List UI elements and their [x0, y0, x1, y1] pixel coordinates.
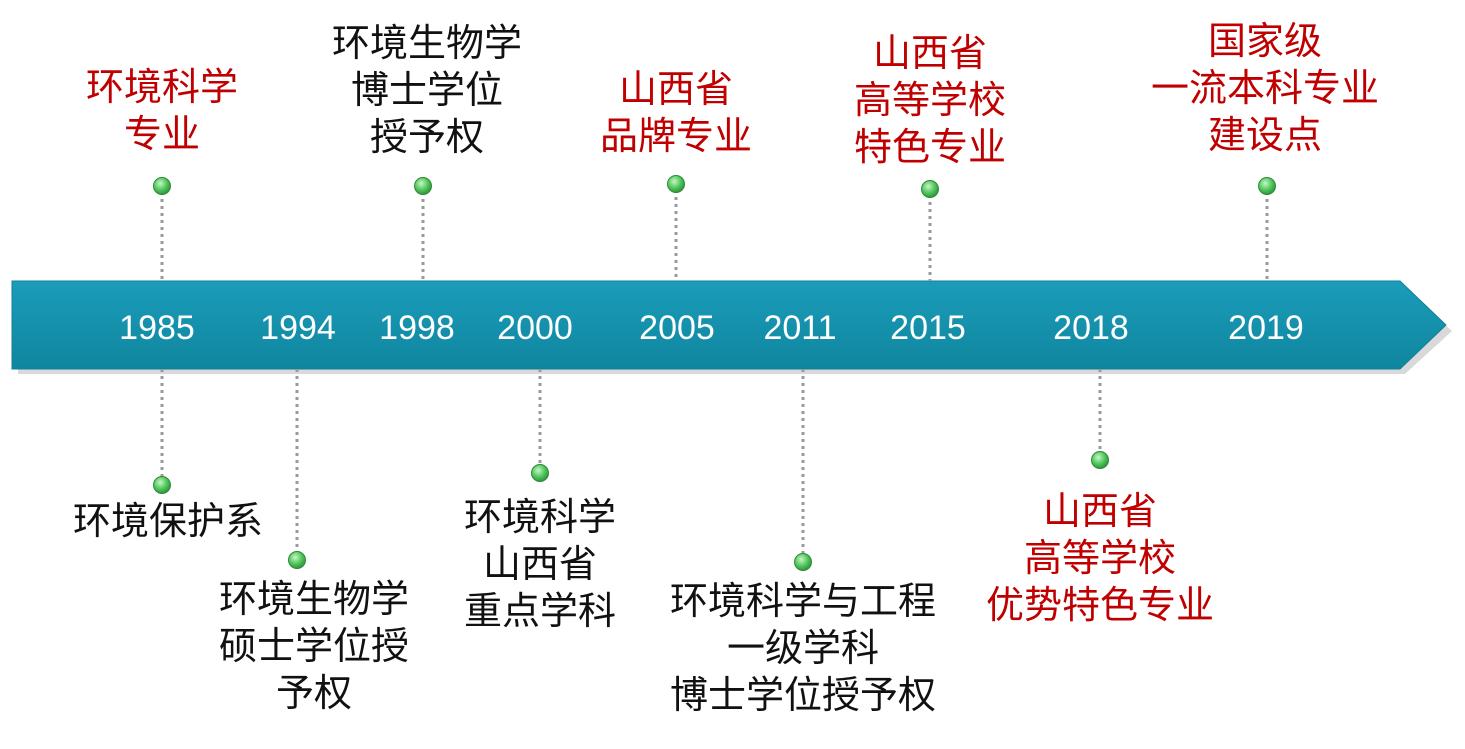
milestone-above-1985: 环境科学 专业: [0, 64, 332, 158]
milestone-dot-above-1985: [153, 177, 171, 195]
milestone-below-1994: 环境生物学 硕士学位授 予权: [144, 576, 484, 717]
milestone-dot-above-2005: [667, 175, 685, 193]
milestone-text-line: 山西省: [1042, 489, 1157, 533]
milestone-dot-below-1994: [288, 551, 306, 569]
milestone-above-2005: 山西省 品牌专业: [506, 66, 846, 160]
milestone-text-line: 环境生物学: [331, 21, 522, 65]
milestone-dot-below-2018: [1091, 451, 1109, 469]
milestone-text-line: 品牌专业: [599, 114, 752, 158]
year-label-2015: 2015: [890, 309, 966, 347]
milestone-text-line: 山西省: [872, 31, 987, 75]
milestone-above-2019: 国家级 一流本科专业 建设点: [1095, 18, 1435, 159]
milestone-text-line: 高等学校: [1023, 536, 1176, 580]
milestone-dot-below-2011: [794, 553, 812, 571]
milestone-text-line: 硕士学位授: [218, 624, 409, 668]
milestone-text-line: 重点学科: [463, 589, 616, 633]
year-label-1985: 1985: [119, 309, 195, 347]
milestone-dot-above-2019: [1258, 177, 1276, 195]
milestone-text-line: 授予权: [369, 115, 484, 159]
milestone-above-2015: 山西省 高等学校 特色专业: [760, 30, 1100, 171]
milestone-text-line: 特色专业: [853, 125, 1006, 169]
year-label-1994: 1994: [260, 309, 336, 347]
milestone-text-line: 一级学科: [726, 626, 879, 670]
milestone-text-line: 博士学位: [350, 68, 503, 112]
milestone-text-line: 高等学校: [853, 78, 1006, 122]
timeline-arrow: [11, 280, 1447, 370]
year-label-2000: 2000: [497, 309, 573, 347]
milestone-below-2018: 山西省 高等学校 优势特色专业: [930, 488, 1270, 629]
milestone-above-1998: 环境生物学 博士学位 授予权: [257, 20, 597, 161]
milestone-dot-below-1985: [153, 476, 171, 494]
milestone-text-line: 环境科学与工程: [669, 579, 936, 623]
milestone-below-2011: 环境科学与工程 一级学科 博士学位授予权: [633, 578, 973, 719]
milestone-text-line: 环境科学: [463, 495, 616, 539]
milestone-text-line: 环境保护系: [72, 499, 263, 543]
milestone-text-line: 予权: [275, 671, 352, 715]
milestone-text-line: 一流本科专业: [1150, 66, 1379, 110]
milestone-text-line: 专业: [123, 112, 200, 156]
year-label-2005: 2005: [639, 309, 715, 347]
milestone-dot-below-2000: [531, 464, 549, 482]
milestone-text-line: 优势特色专业: [985, 583, 1214, 627]
year-label-2019: 2019: [1228, 309, 1304, 347]
year-label-1998: 1998: [379, 309, 455, 347]
year-label-2018: 2018: [1053, 309, 1129, 347]
milestone-text-line: 山西省: [482, 542, 597, 586]
milestone-text-line: 环境科学: [85, 65, 238, 109]
milestone-text-line: 环境生物学: [218, 577, 409, 621]
milestone-text-line: 山西省: [618, 67, 733, 111]
milestone-below-2000: 环境科学 山西省 重点学科: [370, 494, 710, 635]
milestone-dot-above-2015: [921, 180, 939, 198]
milestone-text-line: 博士学位授予权: [669, 673, 936, 717]
milestone-text-line: 建设点: [1207, 113, 1322, 157]
milestone-dot-above-1998: [414, 177, 432, 195]
milestone-text-line: 国家级: [1207, 19, 1322, 63]
year-label-2011: 2011: [763, 309, 837, 347]
milestone-below-1985: 环境保护系: [0, 498, 338, 545]
